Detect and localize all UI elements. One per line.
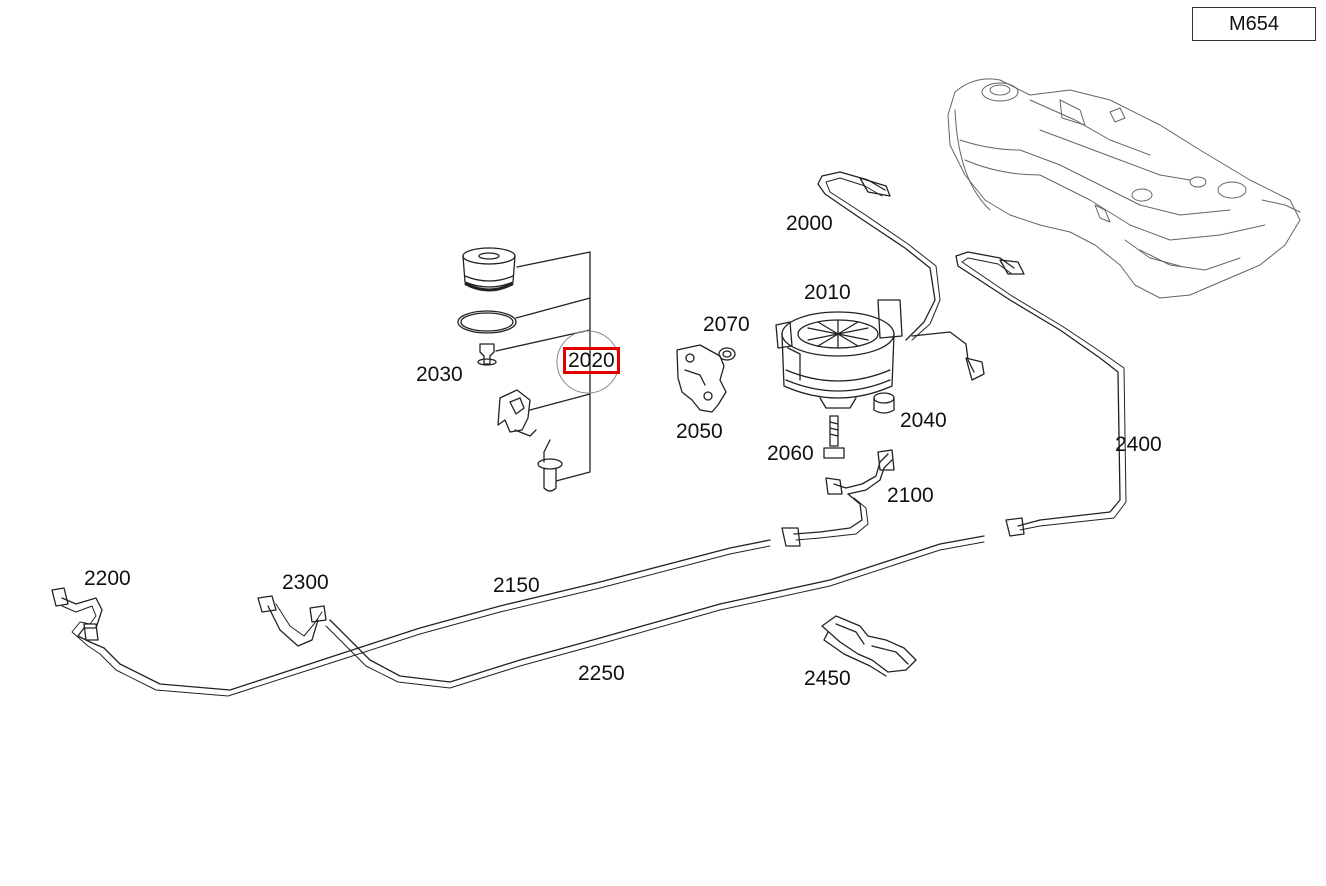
callout-2040[interactable]: 2040 xyxy=(900,409,947,432)
callout-2000[interactable]: 2000 xyxy=(786,212,833,235)
hose-2200 xyxy=(51,587,105,655)
fuel-filter-assembly xyxy=(457,247,620,492)
fuel-line-2150 xyxy=(99,539,771,697)
fuel-tank-illustration xyxy=(947,78,1301,299)
callout-2050[interactable]: 2050 xyxy=(676,420,723,443)
engine-code-box: M654 xyxy=(1192,7,1316,41)
callout-2150[interactable]: 2150 xyxy=(493,574,540,597)
callout-2450[interactable]: 2450 xyxy=(804,667,851,690)
bracket-2450 xyxy=(821,615,917,677)
mounting-plate xyxy=(676,344,736,413)
hose-2300 xyxy=(257,595,327,647)
fuel-line-2400 xyxy=(955,251,1127,537)
callout-2060[interactable]: 2060 xyxy=(767,442,814,465)
fuel-line-2250 xyxy=(325,535,985,689)
fuel-line-2100 xyxy=(781,449,895,547)
callout-2010[interactable]: 2010 xyxy=(804,281,851,304)
fuel-line-2000 xyxy=(817,171,985,381)
callout-2030[interactable]: 2030 xyxy=(416,363,463,386)
callout-2300[interactable]: 2300 xyxy=(282,571,329,594)
callout-2100[interactable]: 2100 xyxy=(887,484,934,507)
callout-2070[interactable]: 2070 xyxy=(703,313,750,336)
callout-2020-selected[interactable]: 2020 xyxy=(563,347,620,374)
callout-2200[interactable]: 2200 xyxy=(84,567,131,590)
callout-2400[interactable]: 2400 xyxy=(1115,433,1162,456)
callout-2250[interactable]: 2250 xyxy=(578,662,625,685)
fuel-pump xyxy=(775,299,903,459)
engine-code-label: M654 xyxy=(1228,12,1280,35)
